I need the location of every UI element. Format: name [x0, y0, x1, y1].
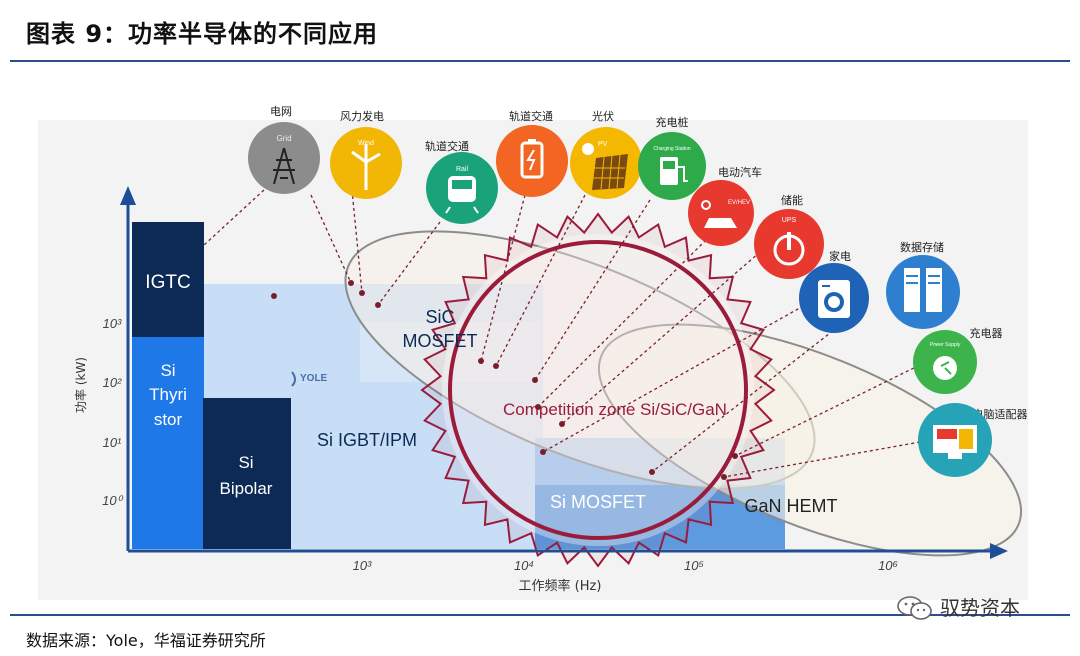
- x-axis-label: 工作频率 (Hz): [519, 578, 602, 594]
- leader-dots: [271, 280, 738, 480]
- leader-lines: [203, 189, 931, 478]
- app-label: 充电器: [970, 326, 1003, 340]
- watermark-text: 驭势资本: [940, 596, 1020, 620]
- si-thyristor-label: Si: [160, 361, 175, 380]
- figure-title: 图表 9：功率半导体的不同应用: [26, 20, 379, 48]
- x-tick-label: 10⁵: [684, 558, 704, 573]
- app-label: 电脑适配器: [973, 408, 1028, 421]
- x-axis-arrow: [990, 543, 1008, 559]
- si-bipolar-label: Si: [238, 453, 253, 472]
- title-rule: [10, 60, 1070, 62]
- svg-text:Grid: Grid: [276, 134, 291, 143]
- svg-text:EV/HEV: EV/HEV: [728, 200, 750, 206]
- competition-zone-gear: [420, 212, 776, 568]
- svg-text:Rail: Rail: [456, 166, 469, 173]
- app-charging-station: 充电桩 Charging Station: [638, 115, 706, 200]
- svg-text:UPS: UPS: [782, 217, 797, 224]
- competition-zone-circle: [448, 240, 748, 540]
- igtc-label: IGTC: [145, 272, 190, 293]
- region-si-bipolar: [203, 398, 291, 549]
- y-tick-label: 10⁰: [102, 493, 123, 508]
- app-computer-adapter: 电脑适配器: [918, 403, 1028, 477]
- sic-mosfet-label: SiC: [425, 307, 454, 327]
- yole-logo: YOLE: [291, 371, 328, 387]
- region-igtc: [132, 222, 204, 337]
- app-pv: 光伏 PV: [570, 109, 642, 199]
- y-tick-label: 10³: [103, 316, 122, 331]
- region-si-thyristor: [132, 337, 204, 549]
- gan-hemt-label: GaN HEMT: [744, 496, 837, 516]
- server-icon: [886, 255, 960, 329]
- y-tick-label: 10²: [103, 375, 122, 390]
- application-icons: 电网 Grid 风力发电 Wind 轨道交通 Rail 轨道交通: [248, 105, 1028, 477]
- app-label: 家电: [829, 249, 851, 263]
- x-tick-label: 10³: [353, 558, 372, 573]
- svg-text:Charging Station: Charging Station: [653, 146, 690, 152]
- svg-text:Wind: Wind: [358, 140, 374, 147]
- x-tick-label: 10⁴: [514, 558, 534, 573]
- footer-rule: [10, 614, 1070, 616]
- app-data-storage: 数据存储: [886, 240, 960, 329]
- app-label: 电动汽车: [718, 165, 762, 179]
- si-igbt-label: Si IGBT/IPM: [317, 430, 417, 450]
- competition-zone-fill: [442, 234, 754, 546]
- app-wind: 风力发电 Wind: [330, 109, 402, 199]
- power-tower-icon: [248, 122, 320, 194]
- y-tick-label: 10¹: [103, 435, 122, 450]
- electric-car-icon: [688, 180, 754, 246]
- app-label: 光伏: [592, 109, 614, 123]
- app-label: 充电桩: [656, 115, 689, 129]
- app-label: 风力发电: [340, 109, 384, 123]
- source-note: 数据来源：Yole，华福证券研究所: [26, 631, 266, 650]
- app-ups: 储能 UPS: [754, 193, 824, 279]
- svg-text:Power Supply: Power Supply: [930, 342, 961, 348]
- app-label: 轨道交通: [509, 109, 553, 123]
- app-label: 电网: [270, 105, 292, 118]
- si-bipolar-label: Bipolar: [220, 479, 273, 498]
- app-label: 数据存储: [900, 240, 944, 254]
- app-rail: 轨道交通 Rail: [425, 139, 498, 224]
- competition-zone-label: Competition zone Si/SiC/GaN: [503, 400, 727, 419]
- svg-text:PV: PV: [598, 141, 608, 148]
- si-thyristor-label: stor: [154, 410, 183, 429]
- competition-zone-gear-outline: [420, 212, 776, 568]
- x-tick-label: 10⁶: [878, 558, 898, 573]
- app-label: 轨道交通: [425, 139, 469, 153]
- gan-ellipse: [597, 323, 1023, 557]
- si-thyristor-label: Thyri: [149, 385, 187, 404]
- app-grid: 电网 Grid: [248, 105, 320, 194]
- wechat-icon: [897, 596, 932, 620]
- app-ev: 电动汽车 EV/HEV: [688, 165, 762, 246]
- y-axis-arrow: [120, 186, 136, 205]
- app-rail-battery: 轨道交通: [496, 109, 568, 197]
- svg-text:YOLE: YOLE: [300, 373, 328, 384]
- si-mosfet-label: Si MOSFET: [550, 492, 646, 512]
- app-home-appliance: 家电: [799, 249, 869, 333]
- y-axis-label: 功率 (kW): [73, 357, 88, 413]
- sic-mosfet-label: MOSFET: [403, 331, 478, 351]
- app-charger: 充电器 Power Supply: [913, 326, 1003, 394]
- app-label: 储能: [781, 193, 803, 207]
